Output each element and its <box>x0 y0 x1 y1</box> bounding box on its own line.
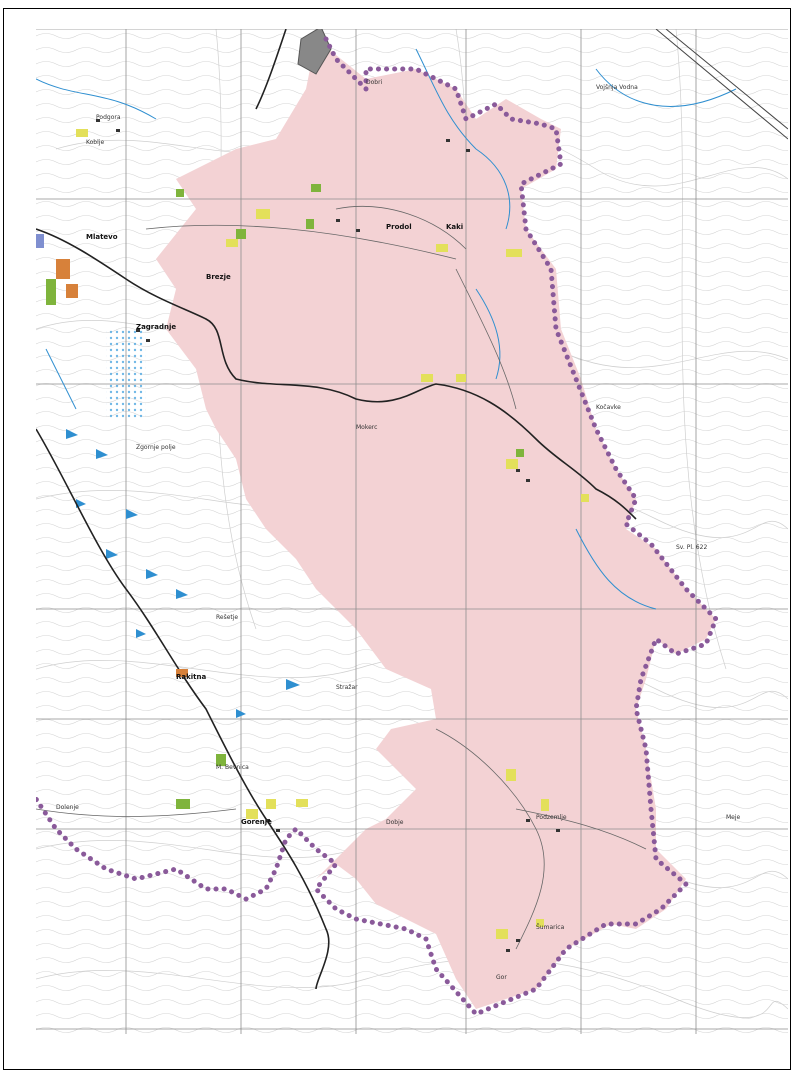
label-sv-pl: Sv. Pl. 622 <box>676 544 707 551</box>
label-mlatevo: Mlatevo <box>86 233 118 241</box>
label-dolenje: Dolenje <box>56 804 79 811</box>
label-mokerc: Mokerc <box>356 424 377 431</box>
label-podzemlje: Podzemlje <box>536 814 567 821</box>
study-area[interactable] <box>156 39 716 1009</box>
label-m-bevnica: M. Bevnica <box>216 764 249 771</box>
label-kocavke: Kočavke <box>596 404 621 411</box>
topographic-map[interactable]: Mlatevo Kaki Prodol Brezje Zagradnje Pod… <box>36 29 788 1034</box>
label-dobri: Dobri <box>366 79 383 86</box>
label-prodol: Prodol <box>386 223 412 231</box>
buildings <box>36 129 589 939</box>
railway <box>655 29 788 140</box>
houses <box>96 119 560 952</box>
label-koblje: Koblje <box>86 139 104 146</box>
label-strazar: Stražar <box>336 684 358 691</box>
page-frame: Mlatevo Kaki Prodol Brezje Zagradnje Pod… <box>3 8 791 1070</box>
water-marks <box>66 429 300 718</box>
label-sumarica: Šumarica <box>536 924 565 931</box>
label-vojsnja-vodna: Vojšnja Vodna <box>596 84 638 91</box>
label-meje: Meje <box>726 814 741 821</box>
boundary-line <box>36 36 719 1017</box>
label-resetje: Rešetje <box>216 614 238 621</box>
quarry <box>297 29 332 75</box>
label-podgora: Podgora <box>96 114 121 121</box>
grid <box>36 29 788 1034</box>
rivers <box>36 48 737 610</box>
wetland-left <box>106 329 146 419</box>
label-gor: Gor <box>496 974 507 981</box>
roads <box>36 29 637 990</box>
label-dobje: Dobje <box>386 819 404 826</box>
map-labels: Mlatevo Kaki Prodol Brezje Zagradnje Pod… <box>56 79 741 981</box>
label-brezje: Brezje <box>206 273 231 281</box>
label-zgornje-polje: Zgornje polje <box>136 444 176 451</box>
label-rakitna: Rakitna <box>176 673 206 681</box>
label-kaki: Kaki <box>446 223 463 231</box>
label-gorenje: Gorenje <box>241 818 272 826</box>
label-zagradnje: Zagradnje <box>136 323 176 331</box>
minor-roads <box>36 206 647 950</box>
